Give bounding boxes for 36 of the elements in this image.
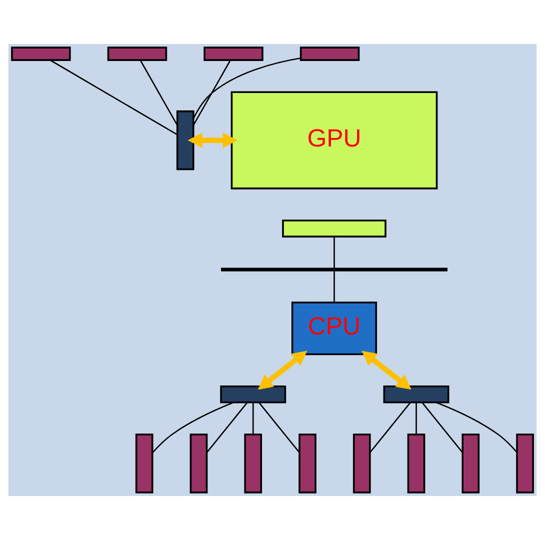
node-bar — [221, 267, 448, 271]
node-box: GPU — [230, 90, 438, 189]
arrow — [362, 350, 412, 390]
node-bar — [135, 433, 154, 493]
node-bar — [407, 433, 426, 493]
arrow — [258, 350, 308, 390]
connector — [152, 401, 234, 453]
connector — [258, 402, 300, 453]
connector — [422, 402, 464, 452]
node-box: CPU — [291, 301, 378, 355]
node-bar — [244, 433, 262, 493]
node-bar — [298, 433, 316, 493]
connector — [50, 59, 178, 135]
connector — [416, 402, 417, 434]
node-bar — [220, 384, 286, 403]
node-bar — [11, 46, 71, 60]
node-bar — [282, 219, 386, 237]
node-bar — [516, 433, 534, 493]
node-bar — [300, 46, 360, 60]
node-bar — [462, 433, 480, 493]
node-bar — [383, 384, 450, 403]
connector — [192, 59, 231, 125]
connector — [334, 270, 335, 302]
connector — [436, 401, 518, 452]
node-bar — [204, 46, 264, 60]
connector — [192, 56, 301, 118]
arrow — [188, 132, 238, 148]
connector — [334, 236, 335, 268]
node-bar — [176, 110, 194, 170]
connector — [252, 402, 254, 434]
connector — [206, 402, 248, 453]
connector — [140, 59, 178, 125]
node-bar — [352, 433, 371, 493]
node-bar — [190, 433, 208, 493]
connector — [369, 402, 411, 452]
node-bar — [107, 46, 168, 60]
